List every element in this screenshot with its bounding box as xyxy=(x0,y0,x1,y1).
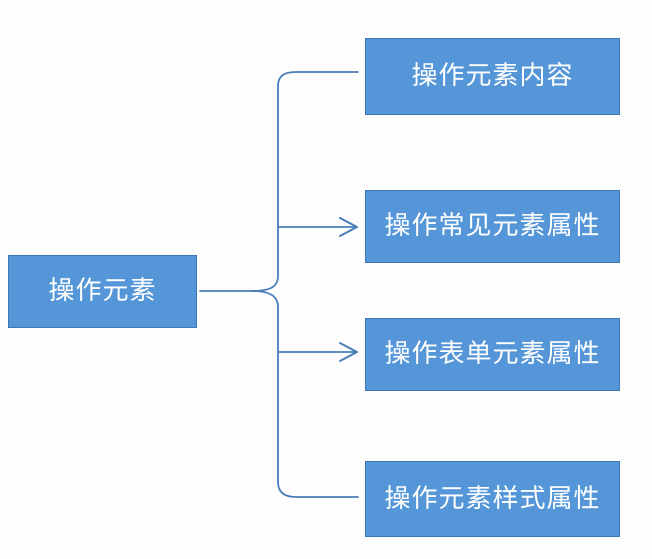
node-branch-4-label: 操作元素样式属性 xyxy=(384,483,601,514)
node-branch-3-label: 操作表单元素属性 xyxy=(384,339,601,370)
node-branch-1[interactable]: 操作元素内容 xyxy=(365,38,620,115)
connector-junction-down xyxy=(251,290,279,483)
connector-branch-4 xyxy=(277,481,359,498)
arrowhead-branch-2-icon xyxy=(339,217,358,237)
connector-branch-1 xyxy=(277,71,359,87)
node-root-label: 操作元素 xyxy=(48,276,157,307)
node-branch-1-label: 操作元素内容 xyxy=(411,61,574,92)
node-branch-4[interactable]: 操作元素样式属性 xyxy=(365,461,620,537)
node-branch-2-label: 操作常见元素属性 xyxy=(384,211,601,242)
connector-junction-up xyxy=(251,85,279,292)
node-root[interactable]: 操作元素 xyxy=(8,255,197,328)
arrowhead-branch-3-icon xyxy=(339,342,358,362)
node-branch-3[interactable]: 操作表单元素属性 xyxy=(365,318,620,391)
node-branch-2[interactable]: 操作常见元素属性 xyxy=(365,190,620,263)
